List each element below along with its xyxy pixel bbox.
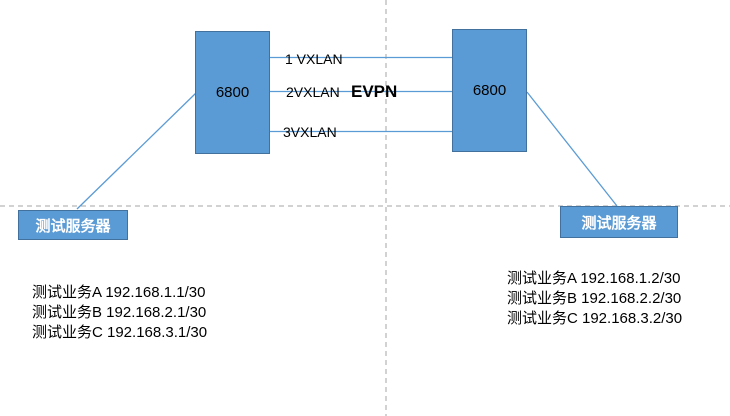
service-item: 测试业务C 192.168.3.1/30 [32,324,208,341]
service-item: 测试业务A 192.168.1.2/30 [507,270,681,287]
server-uplink-right [526,91,618,207]
evpn-label: EVPN [351,82,398,101]
vxlan-3-label: 3VXLAN [283,124,337,140]
service-item: 测试业务B 192.168.2.2/30 [507,290,682,307]
switch-node-left: 6800 [195,31,270,154]
server-left-label: 测试服务器 [35,217,111,235]
switch-node-right: 6800 [452,29,527,152]
server-right-label: 测试服务器 [581,214,657,232]
server-node-right: 测试服务器 [560,206,678,238]
vxlan-2-label: 2VXLAN [286,84,340,100]
switch-right-label: 6800 [472,82,507,99]
service-list-left: 测试业务A 192.168.1.1/30 测试业务B 192.168.2.1/3… [32,283,207,343]
switch-left-label: 6800 [215,84,250,101]
vxlan-1-label: 1 VXLAN [285,51,343,67]
service-list-right: 测试业务A 192.168.1.2/30 测试业务B 192.168.2.2/3… [507,269,682,329]
server-uplink-left [76,92,197,210]
service-item: 测试业务B 192.168.2.1/30 [32,304,207,321]
service-item: 测试业务A 192.168.1.1/30 [32,284,206,301]
service-item: 测试业务C 192.168.3.2/30 [507,310,683,327]
server-node-left: 测试服务器 [18,210,128,240]
